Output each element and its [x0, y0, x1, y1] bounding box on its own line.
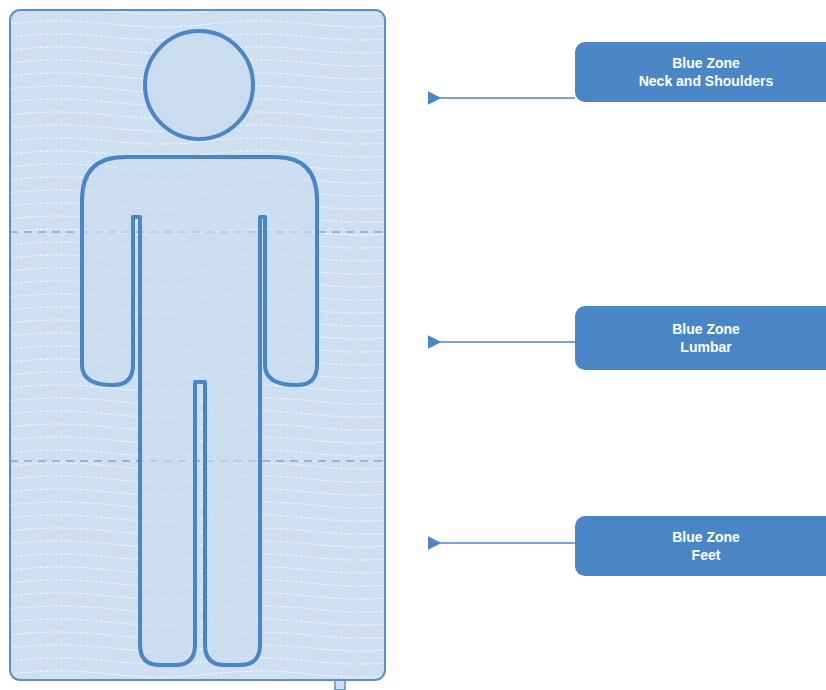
mattress	[10, 10, 385, 680]
callout-heading: Blue Zone	[672, 528, 740, 546]
figure-body	[82, 157, 317, 665]
figure-head	[145, 31, 253, 139]
callout-body: Lumbar	[680, 338, 731, 356]
leader-arrow	[440, 542, 575, 544]
mattress-texture	[11, 11, 384, 679]
callout-box: Blue ZoneFeet	[575, 516, 826, 576]
callout-body: Neck and Shoulders	[639, 72, 774, 90]
callout-body: Feet	[692, 546, 721, 564]
zone-divider	[10, 460, 385, 461]
leader-arrow	[440, 341, 575, 343]
leader-arrow	[440, 97, 575, 99]
callout-box: Blue ZoneNeck and Shoulders	[575, 42, 826, 102]
callout-box: Blue ZoneLumbar	[575, 306, 826, 370]
callout-heading: Blue Zone	[672, 54, 740, 72]
callout-heading: Blue Zone	[672, 320, 740, 338]
